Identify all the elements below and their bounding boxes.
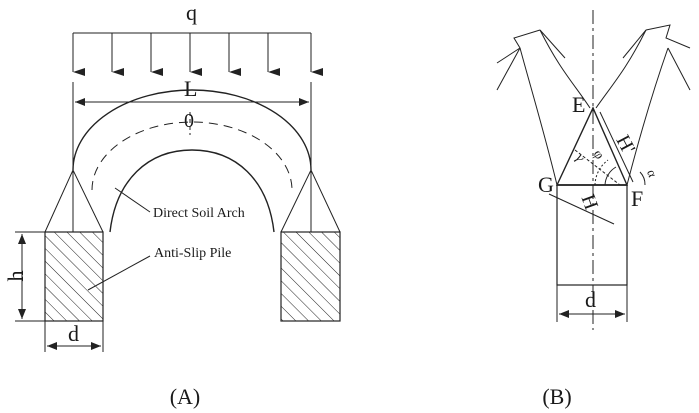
- width-dimension-b: [556, 285, 628, 322]
- distributed-load: [72, 32, 323, 76]
- phi-label: φ: [590, 148, 607, 163]
- width-dimension-a: [44, 321, 104, 352]
- h-prime-line: [599, 111, 634, 183]
- bisector: [574, 149, 621, 186]
- panel-b: E G F d H H' γ φ α (B): [496, 10, 691, 409]
- span-label: L: [184, 76, 197, 101]
- arch-leader: [114, 187, 151, 213]
- height-dimension: [15, 231, 45, 322]
- width-label-a: d: [68, 321, 79, 346]
- left-pile: [44, 231, 104, 322]
- angle-arc-3: [594, 159, 609, 186]
- load-label: q: [186, 0, 197, 25]
- point-g-label: G: [538, 172, 554, 197]
- angle-arc-2: [639, 171, 646, 186]
- span-dimension: [72, 82, 312, 170]
- caption-b: (B): [542, 384, 571, 409]
- arch-outer: [72, 89, 312, 171]
- gamma-label: γ: [571, 151, 588, 165]
- point-f-label: F: [631, 186, 643, 211]
- left-wedge: [44, 168, 104, 233]
- arch-callout: Direct Soil Arch: [153, 206, 245, 221]
- center-label: 0: [184, 110, 194, 132]
- b-left-tick: [496, 47, 521, 91]
- width-label-b: d: [585, 287, 596, 312]
- b-right-break: [645, 24, 691, 49]
- b-right-tick2: [622, 29, 647, 59]
- b-left-tick2: [539, 29, 566, 59]
- b-right-arch-inner: [595, 29, 647, 109]
- right-pile: [280, 231, 341, 322]
- h-dim-line: [548, 193, 615, 225]
- pile-callout: Anti-Slip Pile: [154, 246, 231, 261]
- height-label: h: [3, 271, 28, 282]
- b-right-arch-outer: [626, 47, 669, 186]
- arch-inner: [109, 149, 275, 233]
- angle-arc-1: [604, 166, 617, 186]
- b-left-arch-inner: [539, 29, 591, 109]
- panel-a: q L 0 h: [3, 0, 341, 409]
- b-left-arch-outer: [519, 47, 558, 186]
- caption-a: (A): [170, 384, 201, 409]
- h-label: H: [577, 192, 603, 213]
- arch-centerline: [91, 121, 293, 191]
- alpha-label: α: [644, 168, 660, 180]
- b-right-tick: [667, 47, 691, 91]
- pile-leader: [87, 255, 151, 291]
- point-e-label: E: [572, 92, 585, 117]
- b-pile: [556, 184, 628, 286]
- b-left-break: [496, 29, 541, 64]
